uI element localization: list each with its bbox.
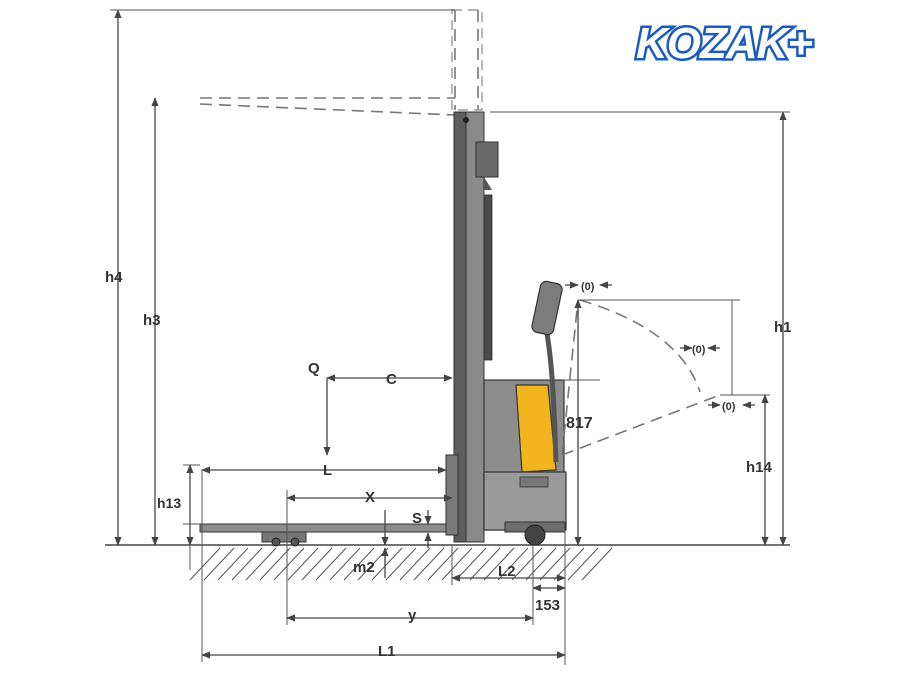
hatch-line (217, 547, 249, 581)
hatch-line (273, 547, 305, 581)
ground-hatching (189, 547, 613, 581)
label-y: y (408, 607, 417, 624)
label-h4: h4 (105, 269, 123, 286)
label-h3: h3 (143, 312, 161, 329)
ground (105, 544, 790, 581)
label-m2: m2 (353, 559, 375, 576)
hatch-line (259, 547, 291, 581)
hatch-line (329, 547, 361, 581)
hatch-line (399, 547, 431, 581)
hatch-line (455, 547, 487, 581)
hatch-line (301, 547, 333, 581)
hatch-line (287, 547, 319, 581)
label-x: X (365, 489, 375, 506)
dimension-lines (110, 9, 790, 665)
hatch-line (581, 547, 613, 581)
hatch-line (315, 547, 347, 581)
truck-body (483, 379, 567, 546)
mast (453, 111, 499, 543)
label-angle-top: (0) (581, 281, 595, 293)
kozak-logo: KOZAK+ (632, 17, 868, 71)
hatch-line (203, 547, 235, 581)
hatch-line (553, 547, 585, 581)
logo-text: KOZAK+ (636, 19, 812, 68)
hatch-line (231, 547, 263, 581)
hatch-line (525, 547, 557, 581)
raised-fork-outline (199, 9, 483, 116)
tiller-swing-arc (561, 299, 770, 456)
label-h1: h1 (774, 319, 792, 336)
dimension-labels: h4 h3 h1 h14 h13 Q C L X S m2 L2 153 y L… (105, 269, 792, 660)
hatch-line (343, 547, 375, 581)
label-angle-mid: (0) (692, 344, 706, 356)
label-817: 817 (566, 415, 593, 432)
hatch-line (427, 547, 459, 581)
label-l: L (323, 462, 332, 479)
hatch-line (413, 547, 445, 581)
hatch-line (511, 547, 543, 581)
tiller-arm (531, 280, 563, 463)
label-s: S (412, 510, 422, 527)
hatch-line (441, 547, 473, 581)
label-q: Q (308, 360, 320, 377)
label-l2: L2 (498, 563, 516, 580)
label-h13: h13 (157, 495, 181, 511)
hatch-line (189, 547, 221, 581)
label-h14: h14 (746, 459, 773, 476)
hatch-line (371, 547, 403, 581)
label-c: C (386, 371, 397, 388)
label-angle-low: (0) (722, 401, 736, 413)
hatch-line (469, 547, 501, 581)
label-l1: L1 (378, 643, 396, 660)
label-153: 153 (535, 597, 560, 614)
hatch-line (567, 547, 599, 581)
hatch-line (385, 547, 417, 581)
hatch-line (245, 547, 277, 581)
